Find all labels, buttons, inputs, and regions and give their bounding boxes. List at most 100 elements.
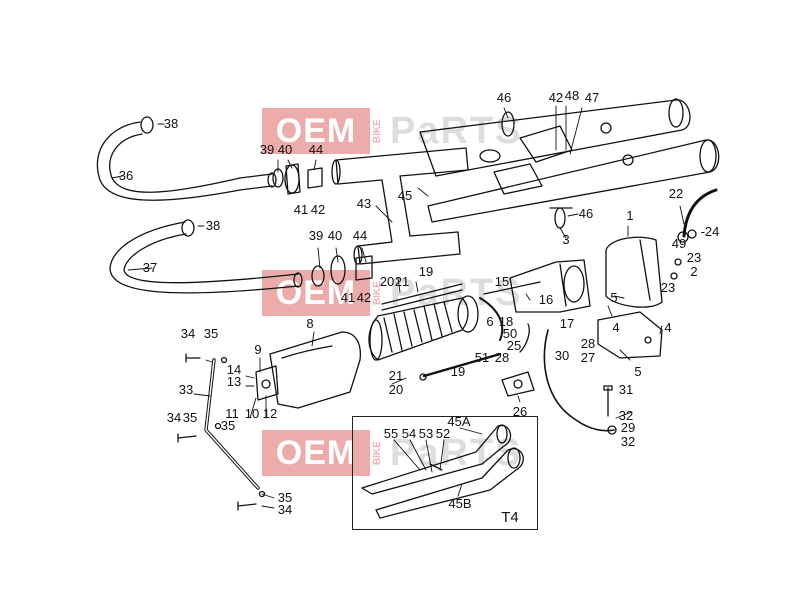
part-label: 13 (226, 374, 242, 389)
part-label: 40 (327, 228, 343, 243)
part-label: 3 (562, 232, 570, 247)
part-label: 39 (259, 142, 275, 157)
airbox-cover (605, 236, 663, 308)
part-label: 25 (506, 338, 522, 353)
crossover-pipe (331, 147, 469, 265)
part-label: 1 (626, 208, 634, 223)
inset-part-label: 55 (383, 426, 399, 441)
watermark-parts: PaRTS (390, 432, 523, 474)
watermark-parts: PaRTS (390, 272, 523, 314)
part-label: 34 (166, 410, 182, 425)
part-label: 31 (618, 382, 634, 397)
part-label: 2 (690, 264, 698, 279)
part-label: 43 (356, 196, 372, 211)
header-pipe-upper (96, 116, 277, 201)
part-label: 45 (397, 188, 413, 203)
part-label: 19 (450, 364, 466, 379)
part-label: -24 (700, 224, 720, 239)
part-label: 21 (388, 368, 404, 383)
part-label: 22 (668, 186, 684, 201)
part-label: 8 (306, 316, 314, 331)
part-label: 39 (308, 228, 324, 243)
part-label: 35 (203, 326, 219, 341)
part-label: 40 (277, 142, 293, 157)
inset-part-label: 54 (401, 426, 417, 441)
inset-part-label: 53 (418, 426, 434, 441)
header-pipe-lower (109, 219, 303, 294)
part-label: 27 (580, 350, 596, 365)
part-label: 17 (559, 316, 575, 331)
part-label: 44 (308, 142, 324, 157)
part-label: 34 (277, 502, 293, 517)
header-nut-lower (311, 255, 373, 287)
silencer-lower (427, 139, 720, 223)
part-label: 32 (618, 408, 634, 423)
part-label: 15 (494, 274, 510, 289)
header-nut-upper (272, 163, 323, 195)
part-label: 32 (620, 434, 636, 449)
inset-leaders (393, 427, 483, 497)
part-label: 14 (226, 362, 242, 377)
silencer-upper (419, 98, 691, 177)
part-label: 47 (584, 90, 600, 105)
airbox-body (483, 259, 591, 313)
inset-part-label: 52 (435, 426, 451, 441)
part-label: 4 (612, 320, 620, 335)
watermark-oem: OEM (262, 108, 370, 154)
part-label: 20 (388, 382, 404, 397)
part-label: 10 (244, 406, 260, 421)
rod-19-lower (419, 352, 502, 381)
part-label: 16 (538, 292, 554, 307)
part-label: 42 (310, 202, 326, 217)
watermark-parts: PaRTS (390, 110, 523, 152)
inset-frame (352, 416, 538, 530)
part-label: 11 (225, 406, 239, 421)
support-rod-33 (204, 358, 260, 490)
part-label: 28 (494, 350, 510, 365)
inset-part-label: 45B (448, 496, 472, 511)
part-label: 4 (664, 320, 672, 335)
watermark-logo: OEM BIKE PaRTS (262, 270, 542, 316)
part-label: 44 (352, 228, 368, 243)
rod-19-upper (381, 283, 463, 311)
part-label: 46 (578, 206, 594, 221)
part-label: 26 (512, 404, 528, 419)
part-label: 5 (634, 364, 642, 379)
part-label: 35 (220, 418, 236, 433)
part-label: 30 (554, 348, 570, 363)
part-label: 23 (686, 250, 702, 265)
hose-18 (479, 297, 530, 353)
watermark-oem: OEM (262, 270, 370, 316)
part-label: 5 (610, 290, 618, 305)
part-label: 29 (620, 420, 636, 435)
air-filter (368, 295, 479, 361)
fasteners (177, 353, 266, 511)
part-label: 12 (262, 406, 278, 421)
part-label: 9 (254, 342, 262, 357)
part-label: 36 (118, 168, 134, 183)
part-label: 50 (502, 326, 518, 341)
inset-title: T4 (501, 509, 519, 526)
part-label: 19 (418, 264, 434, 279)
part-label: 33 (178, 382, 194, 397)
part-label: 51 (474, 350, 490, 365)
bracket-plate (597, 311, 663, 359)
part-label: 21 (394, 274, 410, 289)
part-label: 18 (498, 314, 514, 329)
cable-22 (670, 188, 718, 280)
part-label: 46 (496, 90, 512, 105)
inset-muffler-lower (375, 447, 524, 519)
watermark-logo: OEM BIKE PaRTS (262, 108, 542, 154)
cable-30 (543, 329, 617, 435)
part-label: 48 (564, 88, 580, 103)
part-label: 20 (379, 274, 395, 289)
part-label: 34 (180, 326, 196, 341)
bracket-9 (255, 365, 279, 401)
part-label: 38 (205, 218, 221, 233)
bolt-31 (603, 385, 613, 417)
inset-part-label: 45A (447, 414, 471, 429)
part-label: 49 (671, 236, 687, 251)
part-label: 41 (293, 202, 309, 217)
